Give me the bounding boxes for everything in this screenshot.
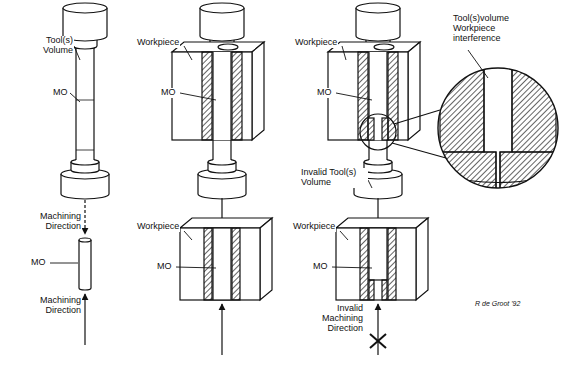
part-label: Tool(s)volume Workpiece interference	[452, 14, 526, 44]
part-label: MO	[30, 258, 47, 268]
part-label: Workpiece	[136, 38, 180, 48]
part-label: MO	[316, 88, 333, 98]
part-label: Invalid Tool(s) Volume	[300, 168, 368, 188]
part-label: MO	[160, 88, 177, 98]
part-label: MO	[312, 262, 329, 272]
part-label: Invalid Machining Direction	[306, 304, 364, 334]
signature-note: R de Groot '92	[474, 300, 521, 308]
part-label: Workpiece	[136, 222, 180, 232]
part-label: MO	[52, 88, 69, 98]
part-label: Machining Direction	[24, 212, 82, 232]
part-label: Machining Direction	[24, 296, 82, 316]
part-label: MO	[156, 262, 173, 272]
part-label: Tool(s) Volume	[30, 36, 74, 56]
part-label: Workpiece	[294, 38, 338, 48]
part-label: Workpiece	[292, 222, 336, 232]
